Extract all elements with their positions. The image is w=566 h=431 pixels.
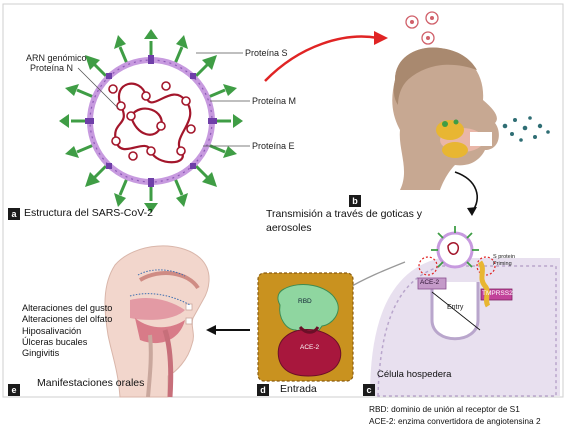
label-ace2-cell: ACE-2 bbox=[420, 279, 440, 286]
droplets bbox=[502, 116, 550, 142]
caption-entry: Entrada bbox=[280, 383, 317, 395]
panel-letter-c: c bbox=[363, 384, 375, 396]
list-item: Alteraciones del olfato bbox=[22, 314, 113, 325]
label-protein-m: Proteína M bbox=[252, 96, 297, 106]
caption-structure: Estructura del SARS-CoV-2 bbox=[24, 207, 153, 219]
tmprss2-box bbox=[480, 288, 513, 301]
label-protein-n: Proteína N bbox=[30, 63, 74, 73]
list-item: Gingivitis bbox=[22, 348, 60, 359]
virion-entering bbox=[431, 226, 479, 269]
panel-letter-e: e bbox=[8, 384, 20, 396]
label-protein-s: Proteína S bbox=[245, 48, 288, 58]
oral-cross-section bbox=[104, 245, 210, 398]
panel-letter-d: d bbox=[257, 384, 269, 396]
panel-letter-a: a bbox=[8, 208, 20, 220]
label-tmprss2: TMPRSS2 bbox=[482, 290, 513, 297]
legend-rbd: RBD: dominio de unión al receptor de S1 bbox=[369, 404, 520, 414]
list-item: Hiposalivación bbox=[22, 325, 82, 336]
label-rna-genome: ARN genómico bbox=[26, 53, 87, 63]
label-rbd: RBD bbox=[298, 298, 312, 305]
caption-oral-manifestations: Manifestaciones orales bbox=[37, 377, 145, 389]
list-item: Alteraciones del gusto bbox=[22, 303, 113, 313]
virus-illustration bbox=[59, 29, 243, 213]
label-ace2-entry: ACE-2 bbox=[300, 344, 320, 351]
caption-host-cell: Célula hospedera bbox=[377, 369, 452, 380]
label-protein-e: Proteína E bbox=[252, 141, 295, 151]
label-entry: Entry bbox=[447, 304, 464, 311]
ace2-receptor-box bbox=[417, 277, 447, 290]
head-illustration bbox=[392, 47, 499, 191]
legend-ace2: ACE-2: enzima convertidora de angiotensi… bbox=[369, 416, 541, 426]
caption-transmission-line1: Transmisión a través de goticas y bbox=[266, 208, 423, 220]
list-item: Úlceras bucales bbox=[22, 336, 88, 347]
panel-letter-b: b bbox=[349, 195, 361, 207]
figure-frame bbox=[2, 3, 564, 398]
oral-manifestations-list: Alteraciones del gusto Alteraciones del … bbox=[22, 303, 112, 359]
label-s-protein: S protein bbox=[493, 254, 516, 260]
host-cell bbox=[370, 258, 560, 397]
caption-transmission-line2: aerosoles bbox=[266, 222, 312, 234]
arrow-transmission bbox=[264, 35, 379, 82]
label-priming: Priming bbox=[493, 261, 512, 267]
